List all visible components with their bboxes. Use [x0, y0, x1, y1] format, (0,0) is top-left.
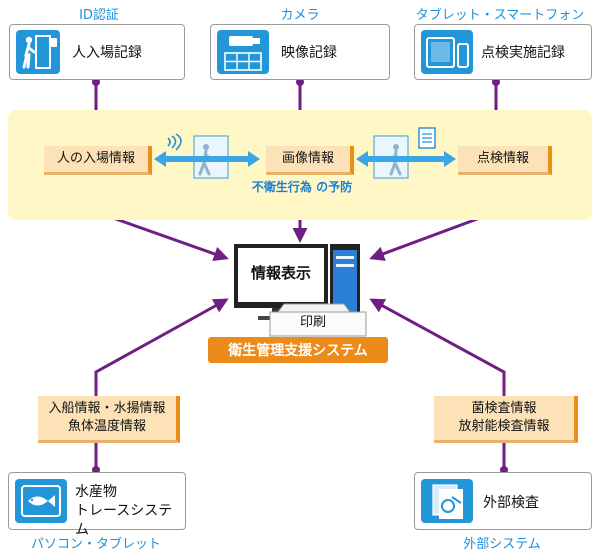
caption-tablet-smartphone: タブレット・スマートフォン [415, 8, 585, 23]
source-inspection-record: 点検実施記録 [414, 24, 592, 80]
hygiene-prevention-note: 不衛生行為 の予防 [251, 180, 353, 194]
tag-image-info: 画像情報 [266, 146, 354, 175]
traceability-line-1: 水産物 [75, 484, 117, 500]
caption-pc-tablet: パソコン・タブレット [30, 537, 161, 552]
tag-lab-test-line-1: 菌検査情報 [471, 401, 537, 416]
source-traceability: 水産物 トレースシステム [8, 472, 186, 538]
tag-inspection-info: 点検情報 [458, 146, 552, 175]
printer-icon [269, 303, 367, 337]
source-video-record: 映像記録 [210, 24, 390, 80]
tag-lab-test-line-2: 放射能検査情報 [458, 419, 550, 434]
connector-video-to-pc-dot [296, 78, 304, 86]
screen-info-display: 情報表示 [250, 264, 311, 282]
tag-lab-test-info: 菌検査情報 放射能検査情報 [434, 396, 578, 443]
source-label-inspection-record: 点検実施記録 [481, 45, 565, 61]
fish-tablet-icon [15, 479, 67, 523]
source-entry-record: 人入場記録 [9, 24, 185, 80]
double-arrow-left-icon [154, 151, 260, 167]
documents-icon [421, 479, 473, 523]
caption-external-system: 外部システム [463, 537, 541, 552]
connector-inspection-to-pc-dot [492, 78, 500, 86]
caption-camera: カメラ [280, 8, 320, 23]
wireless-signal-icon [167, 133, 182, 151]
print-label: 印刷 [300, 315, 327, 330]
source-label-traceability: 水産物 トレースシステム [75, 483, 185, 540]
tablet-phone-icon [421, 30, 473, 74]
source-label-video-record: 映像記録 [281, 45, 337, 61]
monitor-icon [234, 244, 328, 320]
double-arrow-right-icon [356, 151, 456, 167]
door-entry-icon [16, 30, 60, 74]
traceability-line-2: トレースシステム [75, 503, 173, 538]
tag-landing-line-2: 魚体温度情報 [67, 419, 146, 434]
tag-landing-info: 入船情報・水揚情報 魚体温度情報 [38, 396, 180, 443]
source-external-test: 外部検査 [414, 472, 592, 530]
source-label-entry-record: 人入場記録 [72, 45, 142, 61]
tag-entry-info: 人の入場情報 [44, 146, 152, 175]
hygiene-system-badge: 衛生管理支援システム [208, 337, 388, 363]
tag-landing-line-1: 入船情報・水揚情報 [48, 401, 166, 416]
caption-id-auth: ID認証 [79, 8, 119, 23]
checklist-icon [418, 127, 436, 149]
source-label-external-test: 外部検査 [483, 495, 539, 511]
connector-entry-to-pc-dot [92, 78, 100, 86]
camera-monitor-icon [217, 30, 269, 74]
